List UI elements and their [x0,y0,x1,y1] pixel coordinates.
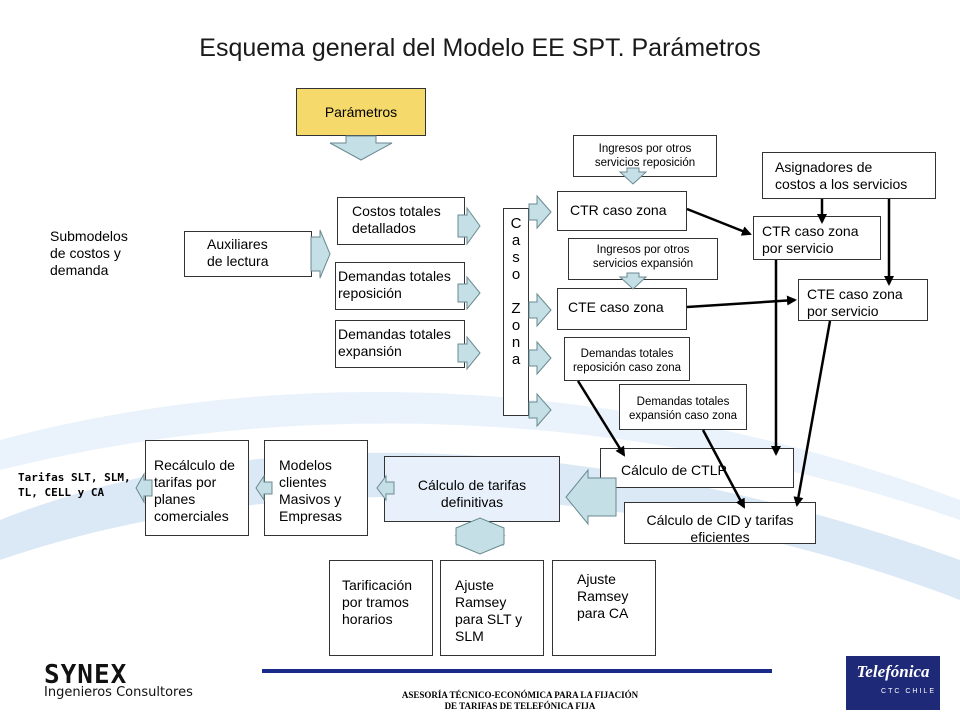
telefonica-logo-sub: CTC CHILE [881,688,936,695]
block-arrow-down [618,272,648,290]
connector-demrep-ctlp [576,380,626,457]
connector-demexp-cid [701,429,746,509]
page-title: Esquema general del Modelo EE SPT. Parám… [199,34,761,62]
telefonica-logo: Telefónica CTC CHILE [846,656,940,710]
asignadores-box: Asignadores de costos a los servicios [762,152,936,199]
calculo-tarifas-definitivas-box: Cálculo de tarifas definitivas [384,456,560,522]
ingresos-reposicion-box: Ingresos por otros servicios reposición [573,135,717,177]
submodelos-label: Submodelos de costos y demanda [50,228,128,278]
costos-totales-box: Costos totales detallados [337,197,465,245]
footer-divider [262,669,772,673]
synex-logo: SYNEX [44,660,128,690]
block-arrow-right [528,292,552,328]
synex-subtitle: Ingenieros Consultores [44,685,193,700]
block-arrow-left [376,474,395,502]
block-arrow-right [528,194,552,230]
connector-cte [686,295,797,309]
demandas-exp-caso-zona-box: Demandas totales expansión caso zona [619,384,747,430]
block-arrow-right [457,275,481,311]
recalculo-tarifas-box: Recálculo de tarifas por planes comercia… [145,440,249,536]
calculo-ctlp-box: Cálculo de CTLP [600,448,794,488]
block-arrow-left [255,474,273,502]
cte-por-servicio-box: CTE caso zona por servicio [798,279,928,321]
demandas-expansion-box: Demandas totales expansión [335,320,465,368]
block-arrow-right [310,229,331,279]
modelos-clientes-box: Modelos clientes Masivos y Empresas [264,440,368,536]
block-arrow-left [565,468,617,526]
tarifas-label: Tarifas SLT, SLM, TL, CELL y CA [18,471,131,499]
ctr-caso-zona-box: CTR caso zona [557,191,687,231]
ingresos-expansion-box: Ingresos por otros servicios expansión [568,238,718,280]
caso-zona-box: C a s o Z o n a [503,208,529,416]
connector-ctr [686,207,752,236]
calculo-cid-box: Cálculo de CID y tarifas eficientes [624,502,816,544]
block-arrow-down [329,135,393,161]
footer-text: ASESORÍA TÉCNICO-ECONÓMICA PARA LA FIJAC… [401,690,639,711]
auxiliares-box: Auxiliares de lectura [184,231,312,277]
tarificacion-box: Tarificación por tramos horarios [329,560,433,656]
block-arrow-updown [455,517,505,555]
connector-cte-cid [793,320,832,507]
parametros-box: Parámetros [296,88,426,136]
block-arrow-right [457,335,481,371]
ajuste-ramsey-ca-box: Ajuste Ramsey para CA [552,560,656,656]
demandas-rep-caso-zona-box: Demandas totales reposición caso zona [564,337,690,381]
cte-caso-zona-box: CTE caso zona [557,288,687,330]
block-arrow-right [457,206,481,246]
block-arrow-right [528,340,552,376]
block-arrow-left [135,472,153,504]
block-arrow-right [528,392,552,428]
telefonica-logo-text: Telefónica [856,662,930,681]
ajuste-ramsey-slt-box: Ajuste Ramsey para SLT y SLM [440,560,544,656]
block-arrow-down [618,167,648,185]
